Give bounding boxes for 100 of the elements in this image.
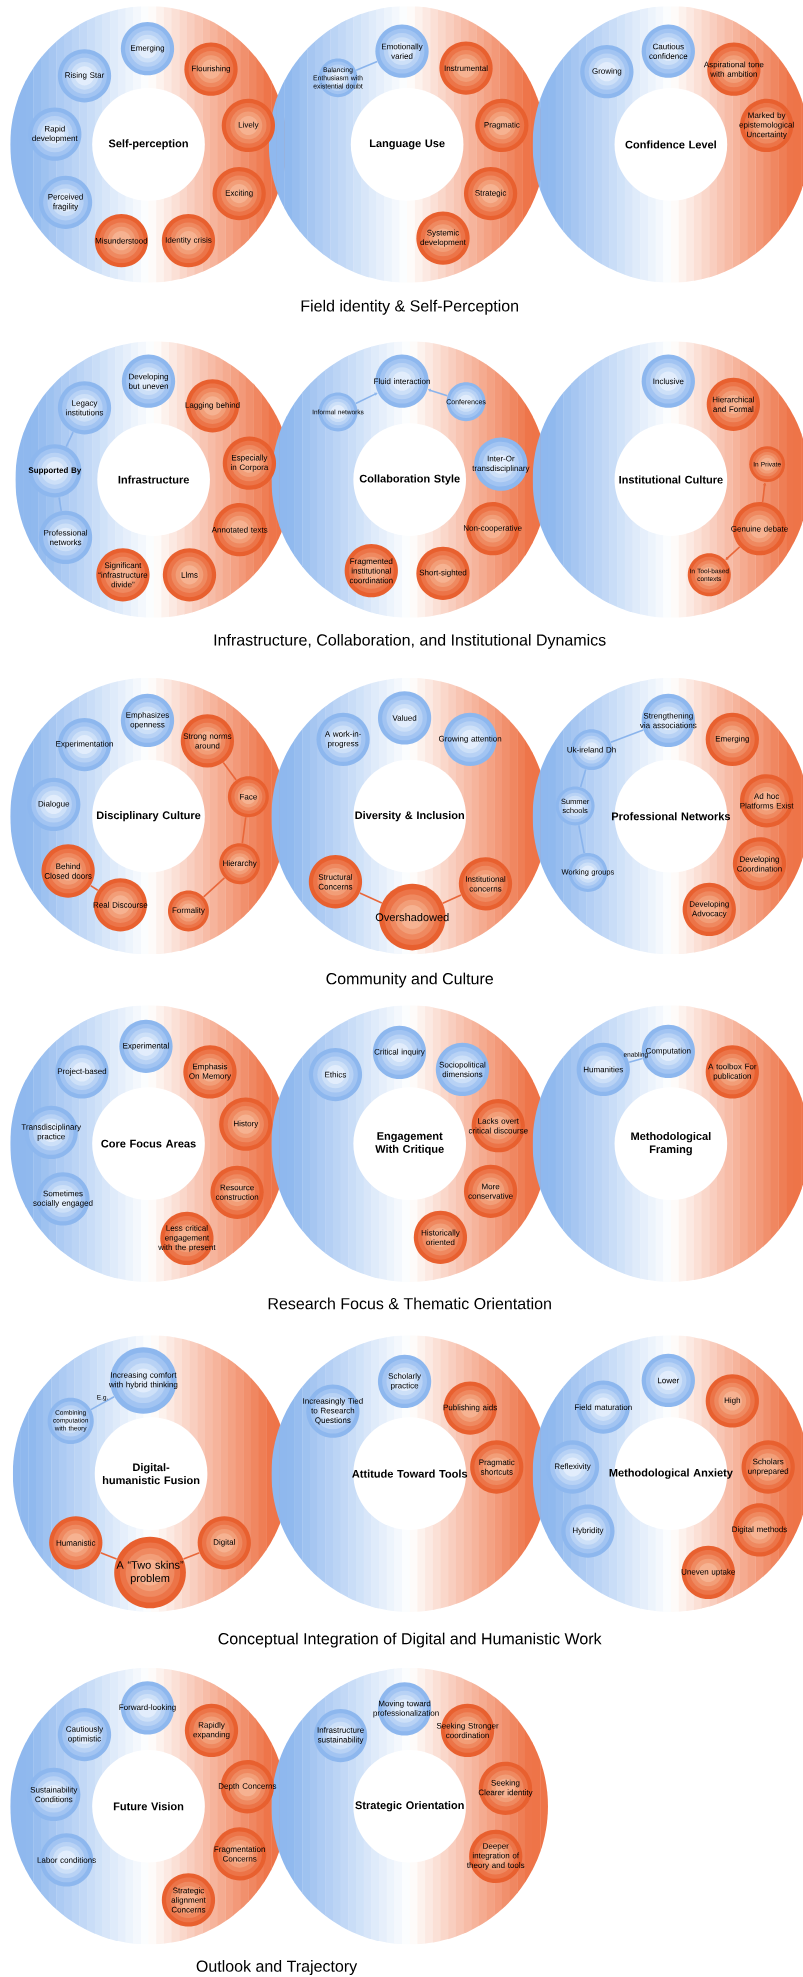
connector-line — [202, 877, 226, 898]
topic-bubble: Growing attention — [438, 712, 502, 766]
topic-bubble: Systemic development — [416, 211, 470, 265]
section-title: Research Focus & Thematic Orientation — [268, 1297, 551, 1310]
connector-line — [241, 816, 247, 845]
topic-bubble: Strong norms around — [180, 714, 235, 768]
connector-line — [610, 729, 645, 744]
node-label: Core Focus Areas — [101, 1139, 196, 1148]
arrow — [354, 392, 378, 405]
node-label: Diversity & Inclusion — [355, 811, 465, 822]
topic-bubble: Emphasizes openness — [120, 693, 175, 748]
topic-bubble: Humanistic — [49, 1516, 103, 1570]
node-label: Language Use — [369, 139, 445, 150]
topic-bubble: Seeking Clearer identity — [478, 1761, 533, 1815]
node-label: Attitude Toward Tools — [352, 1469, 468, 1478]
topic-bubble: Flourishing — [184, 42, 238, 96]
topic-bubble: Scholars unprepared — [741, 1440, 795, 1494]
topic-bubble: Publishing aids — [443, 1381, 497, 1435]
connector-line — [90, 1395, 115, 1411]
topic-bubble: Critical inquiry — [372, 1025, 427, 1080]
topic-bubble: Institutional concerns — [458, 857, 513, 911]
topic-bubble: Rapid development — [28, 107, 82, 161]
topic-bubble: Llms — [162, 548, 217, 602]
topic-bubble: Fluid interaction — [374, 354, 430, 408]
node-label: Professional Networks — [612, 812, 731, 821]
topic-bubble: Historically oriented — [413, 1210, 468, 1264]
topic-bubble: Pragmatic shortcuts — [470, 1440, 524, 1494]
topic-bubble: Identity crisis — [161, 214, 216, 268]
connector-line — [182, 1551, 201, 1560]
node-label: Methodological Framing — [631, 1132, 711, 1156]
topic-bubble: Developing Advocacy — [682, 882, 736, 937]
topic-bubble: Lagging behind — [185, 379, 240, 433]
topic-bubble: Growing — [580, 45, 634, 99]
node-label: Transdisciplinary practice — [21, 1123, 82, 1141]
topic-bubble: Structural Concerns — [308, 855, 363, 909]
section-title: Field identity & Self-Perception — [301, 299, 518, 315]
topic-bubble: Perceived fragility — [38, 175, 93, 229]
topic-bubble: Ethics — [308, 1047, 363, 1102]
topic-bubble: Forward-looking — [119, 1681, 176, 1735]
topic-bubble: Emerging — [705, 712, 759, 766]
connector-line — [441, 894, 462, 905]
topic-bubble: Uk-ireland Dh — [567, 729, 616, 771]
node-label: Disciplinary Culture — [96, 811, 201, 822]
topic-bubble: Increasing comfort with hybrid thinking — [108, 1347, 178, 1414]
topic-bubble: Strategic — [464, 166, 518, 221]
topic-bubble: Digital — [197, 1516, 251, 1570]
topic-bubble: Legacy institutions — [57, 381, 112, 435]
section-title: Conceptual Integration of Digital and Humanistic Work — [218, 1632, 602, 1648]
topic-bubble: Aspirational tone with ambition — [703, 42, 764, 96]
topic-bubble: Project-based — [55, 1045, 109, 1099]
topic-bubble: Genuine debate — [731, 502, 788, 556]
topic-bubble: Sociopolitical dimensions — [435, 1042, 490, 1096]
topic-bubble: Face — [227, 776, 269, 818]
topic-bubble: Cautious confidence — [641, 24, 695, 78]
topic-bubble: Strategic alignment Concerns — [161, 1873, 216, 1927]
node-label: Reflexivity — [554, 1463, 591, 1471]
topic-bubble: Emerging — [120, 22, 175, 76]
node-label: Dialogue — [38, 800, 70, 809]
topic-bubble: Instrumental — [439, 41, 493, 95]
connector-line — [628, 1057, 644, 1064]
connector-line — [89, 884, 99, 892]
topic-bubble: Resource construction — [210, 1165, 264, 1219]
node-label: Sustainability Conditions — [30, 1786, 78, 1803]
node-label: Methodological Anxiety — [609, 1468, 733, 1479]
node-label: Engagement With Critique — [375, 1132, 444, 1156]
topic-bubble: Rising Star — [57, 49, 112, 103]
topic-bubble: Experimentation — [56, 717, 113, 772]
topic-bubble: Significant “infrastructure divide” — [96, 548, 150, 602]
topic-bubble: Hierarchy — [219, 843, 261, 885]
topic-bubble: Fragmentation Concerns — [213, 1827, 267, 1881]
topic-bubble: Lacks overt critical discourse — [468, 1099, 528, 1153]
node-label: Future Vision — [113, 1802, 184, 1811]
section-title: Outlook and Trajectory — [196, 1960, 358, 1975]
topic-bubble: A work-in-progress — [316, 712, 370, 766]
topic-bubble: Inclusive — [641, 354, 695, 408]
node-label: Collaboration Style — [359, 474, 460, 485]
topic-bubble: Hierarchical and Formal — [706, 377, 760, 431]
topic-bubble: Ad hoc Platforms Exist — [740, 774, 794, 828]
topic-bubble: Emotionally varied — [375, 24, 429, 78]
topic-bubble: Labor conditions — [37, 1833, 96, 1887]
connector-line — [579, 768, 587, 788]
topic-bubble: Depth Concerns — [218, 1760, 277, 1814]
connector-line — [58, 496, 63, 512]
connector-line — [99, 1551, 118, 1560]
connector-line — [355, 60, 379, 72]
topic-bubble: Supported By — [28, 444, 82, 498]
arrow — [427, 388, 449, 397]
section-title: Infrastructure, Collaboration, and Institutional Dynamics — [214, 633, 606, 649]
topic-bubble: Behind Closed doors — [41, 844, 95, 898]
topic-bubble: Strengthening via associations — [639, 693, 697, 748]
topic-bubble: Transdisciplinary practice — [21, 1105, 82, 1159]
topic-bubble: Deeper integration of theory and tools — [466, 1829, 525, 1884]
topic-bubble: Especially in Corpora — [222, 436, 277, 490]
node-label: Infrastructure — [118, 475, 190, 484]
topic-bubble: Short-sighted — [416, 546, 470, 600]
topic-bubble: Developing Coordination — [732, 837, 787, 891]
topic-bubble: Real Discourse — [93, 878, 148, 932]
topic-bubble: Lower — [641, 1353, 695, 1408]
topic-bubble: Emphasis On Memory — [183, 1045, 237, 1099]
topic-bubble: Pragmatic — [475, 98, 529, 153]
